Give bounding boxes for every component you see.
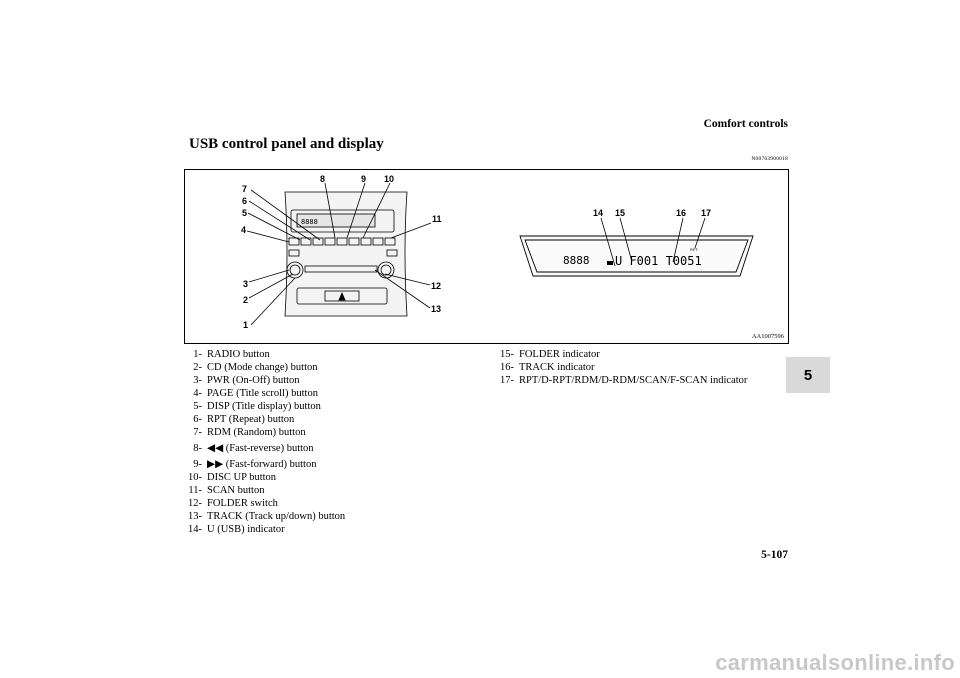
callout-2: 2 [243, 295, 248, 305]
legend-item: 5-DISP (Title display) button [193, 401, 321, 412]
legend-item: 11-SCAN button [188, 485, 265, 496]
legend-item: 6-RPT (Repeat) button [193, 414, 295, 425]
legend-item: 1-RADIO button [193, 349, 270, 360]
lcd-display-drawing [519, 235, 754, 277]
chapter-tab: 5 [786, 357, 830, 393]
callout-16: 16 [676, 208, 686, 218]
panel-button-row [288, 237, 398, 257]
legend-item: 2-CD (Mode change) button [193, 362, 318, 373]
legend-item: 4-PAGE (Title scroll) button [193, 388, 318, 399]
panel-callout-numbers: 7 6 5 4 8 9 10 11 3 12 2 13 1 [241, 174, 442, 330]
callout-17: 17 [701, 208, 711, 218]
legend-item: 15-FOLDER indicator [500, 349, 600, 360]
legend-item: 16-TRACK indicator [500, 362, 595, 373]
page-number: 5-107 [761, 549, 788, 561]
callout-7: 7 [242, 184, 247, 194]
callout-14: 14 [593, 208, 603, 218]
callout-1: 1 [243, 320, 248, 330]
watermark: carmanualsonline.info [715, 650, 955, 675]
lcd-digits: 8888 [563, 254, 590, 267]
usb-panel-figure: 8888 [184, 169, 789, 344]
callout-13: 13 [431, 304, 441, 314]
legend-item: 3-PWR (On-Off) button [193, 375, 300, 386]
callout-12: 12 [431, 281, 441, 291]
callout-11: 11 [432, 214, 442, 224]
callout-3: 3 [243, 279, 248, 289]
legend-item: 13-TRACK (Track up/down) button [188, 511, 346, 522]
legend-item: 14-U (USB) indicator [188, 524, 285, 535]
display-callout-numbers: 14 15 16 17 [593, 208, 711, 218]
display-leader-lines [600, 217, 706, 267]
head-unit-drawing: 8888 [284, 191, 408, 317]
legend-item: 7-RDM (Random) button [193, 427, 306, 438]
document-code: N00763900018 [751, 156, 788, 162]
callout-10: 10 [384, 174, 394, 184]
lcd-rpt-icon: RPT [690, 247, 699, 252]
callout-9: 9 [361, 174, 366, 184]
callout-15: 15 [615, 208, 625, 218]
lcd-usb-folder-track: U F001 T0051 [615, 254, 702, 268]
page-title: USB control panel and display [189, 136, 384, 152]
section-header: Comfort controls [703, 118, 788, 130]
figure-code: AA1007596 [751, 333, 784, 340]
legend-item: 10-DISC UP button [188, 472, 277, 483]
callout-6: 6 [242, 196, 247, 206]
legend-item: 12-FOLDER switch [188, 498, 278, 509]
callout-5: 5 [242, 208, 247, 218]
legend-item: 9-▶▶ (Fast-forward) button [193, 459, 317, 470]
panel-leader-lines [246, 182, 432, 326]
callout-4: 4 [241, 225, 246, 235]
panel-illustration: 8888 [241, 174, 754, 330]
callout-8: 8 [320, 174, 325, 184]
legend-item: 17-RPT/D-RPT/RDM/D-RDM/SCAN/F-SCAN indic… [500, 375, 748, 386]
svg-text:8888: 8888 [301, 218, 318, 226]
legend-item: 8-◀◀ (Fast-reverse) button [193, 443, 314, 454]
